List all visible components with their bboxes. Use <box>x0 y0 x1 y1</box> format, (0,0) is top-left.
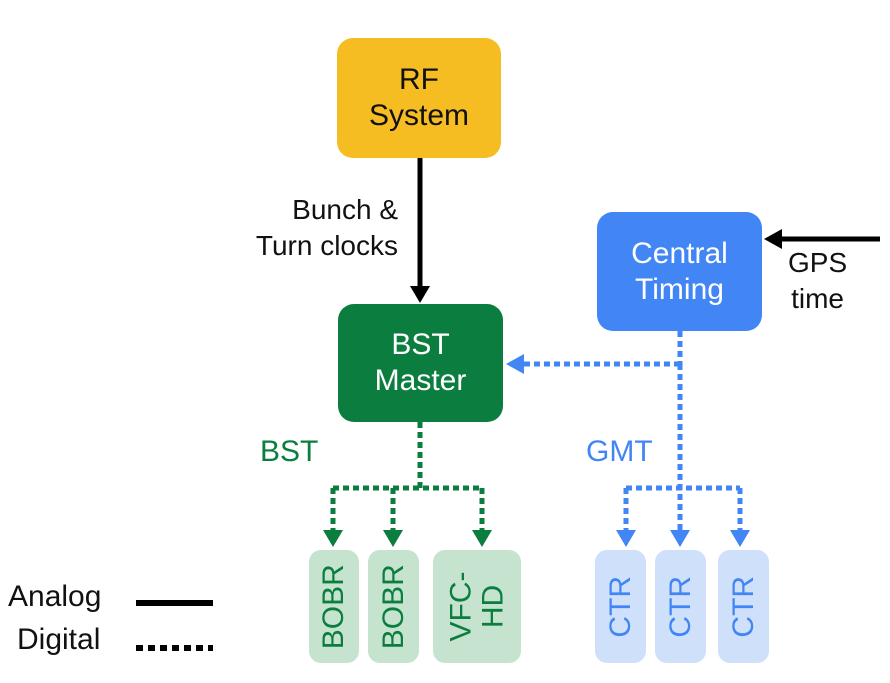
legend-analog-label: Analog <box>8 580 102 613</box>
arrowhead-bobr-1 <box>323 530 343 547</box>
bobr-label: BOBR <box>317 563 351 650</box>
gps-time-label: GPS time <box>788 247 848 315</box>
bst-master-label: BST Master <box>374 328 467 397</box>
arrowhead-ctr-1 <box>616 530 636 547</box>
arrowhead-ctr-3 <box>730 530 750 547</box>
ctr-device-1: CTR <box>595 550 646 663</box>
bst-master-node: BST Master <box>338 304 503 422</box>
ctr-label: CTR <box>663 575 697 638</box>
rf-system-node: RF System <box>337 38 501 158</box>
vfc-hd-device: VFC- HD <box>433 550 521 663</box>
bst-bus-label: BST <box>260 435 319 468</box>
gmt-bus-label: GMT <box>586 435 653 468</box>
legend-digital-label: Digital <box>17 623 101 656</box>
vfc-hd-label: VFC- HD <box>444 571 510 642</box>
bobr-label: BOBR <box>376 563 410 650</box>
arrowhead-left-blue <box>506 354 524 374</box>
bobr-device-2: BOBR <box>368 550 419 663</box>
bunch-turn-clocks-label: Bunch & Turn clocks <box>255 194 398 262</box>
arrowhead-bobr-2 <box>383 530 403 547</box>
ctr-device-2: CTR <box>655 550 706 663</box>
arrowhead-down <box>410 286 430 303</box>
arrowhead-ctr-2 <box>670 530 690 547</box>
ctr-label: CTR <box>603 575 637 638</box>
rf-system-label: RF System <box>368 63 470 132</box>
central-timing-label: Central Timing <box>631 236 728 306</box>
ctr-device-3: CTR <box>718 550 769 663</box>
arrowhead-left <box>764 229 782 249</box>
bobr-device-1: BOBR <box>309 550 359 663</box>
central-timing-node: Central Timing <box>597 212 762 331</box>
arrowhead-vfc-hd <box>472 530 492 547</box>
ctr-label: CTR <box>726 575 760 638</box>
